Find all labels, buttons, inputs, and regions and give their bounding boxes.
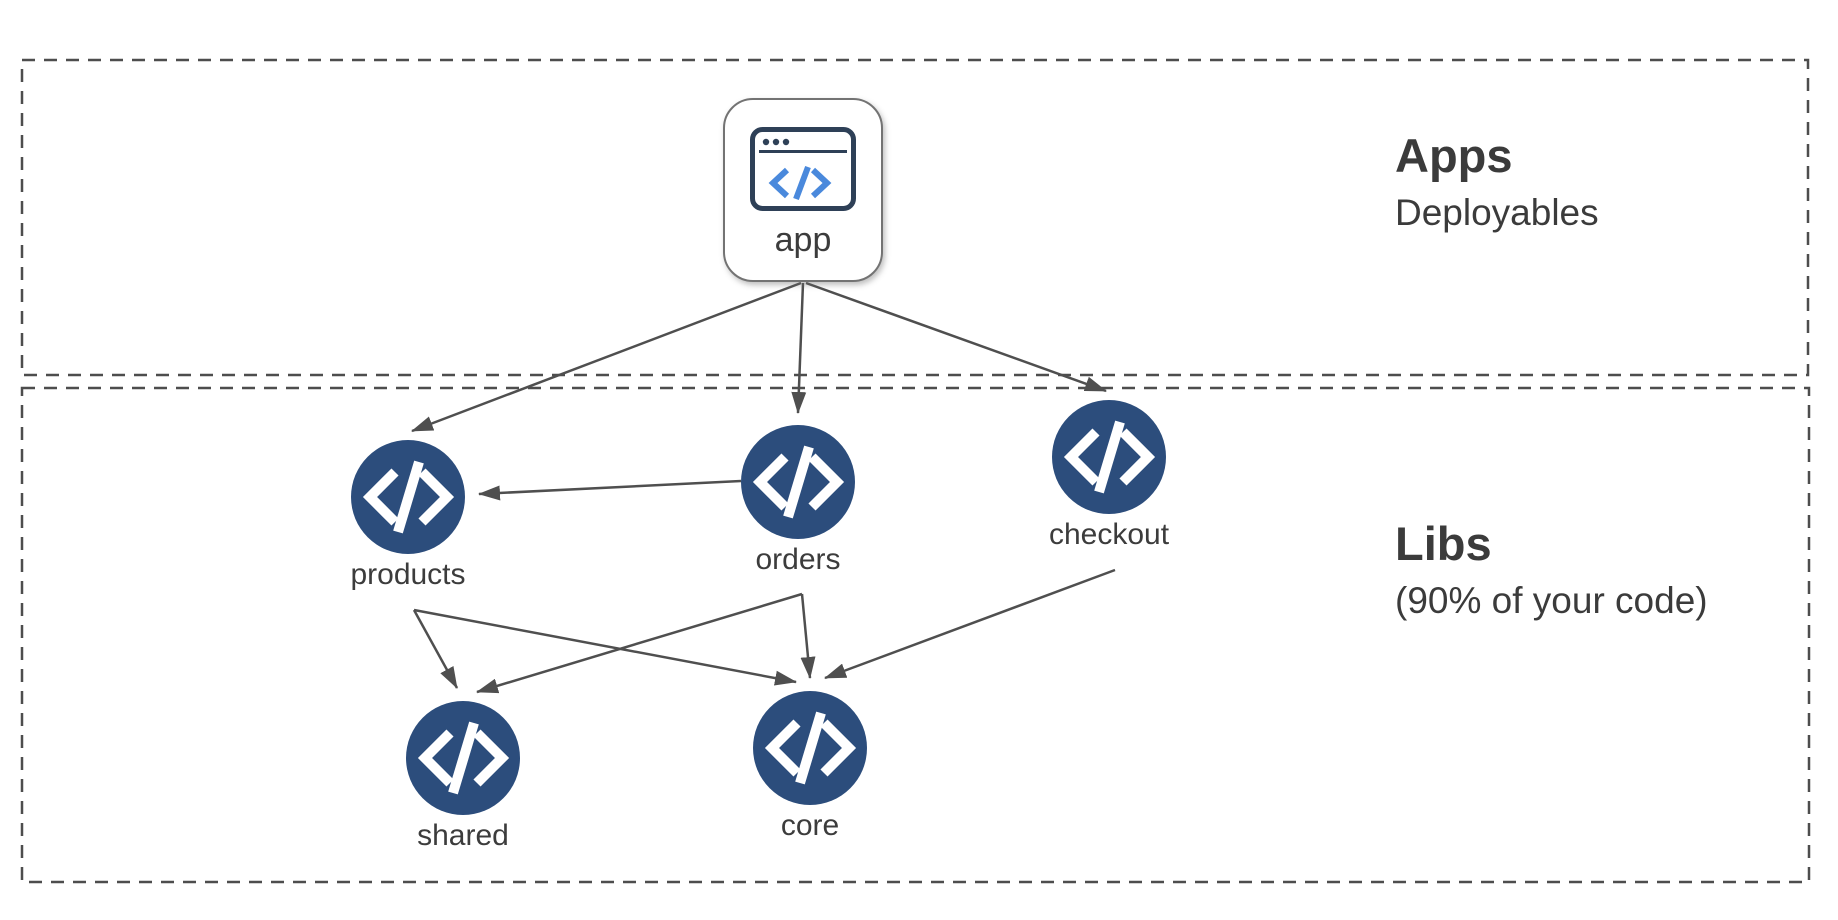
edge-app-products xyxy=(411,281,802,433)
libs-section-title: Libs xyxy=(1395,517,1492,570)
node-app: app xyxy=(723,98,883,282)
edge-orders-core xyxy=(800,593,816,679)
node-checkout: checkout xyxy=(1019,400,1199,552)
edge-orders-products xyxy=(478,479,742,501)
code-icon xyxy=(753,691,867,805)
node-label: shared xyxy=(417,819,509,852)
node-core: core xyxy=(720,691,900,843)
apps-section-title: Apps xyxy=(1395,129,1513,182)
node-label: core xyxy=(780,809,840,842)
edge-app-checkout xyxy=(805,281,1107,393)
node-label: orders xyxy=(755,543,841,576)
libs-section-box xyxy=(20,386,1811,884)
edge-products-shared xyxy=(412,609,459,689)
apps-section-box xyxy=(20,58,1810,377)
node-label: products xyxy=(350,558,466,591)
edge-app-orders xyxy=(791,282,807,414)
code-icon xyxy=(406,701,520,815)
node-products: products xyxy=(318,440,498,592)
libs-section-label: Libs (90% of your code) xyxy=(1395,516,1708,625)
apps-section-label: Apps Deployables xyxy=(1395,128,1599,237)
apps-section-subtitle: Deployables xyxy=(1395,192,1599,234)
code-icon xyxy=(1052,400,1166,514)
edge-orders-shared xyxy=(476,592,803,694)
code-icon xyxy=(741,425,855,539)
edge-checkout-core xyxy=(824,568,1116,680)
node-label: checkout xyxy=(1048,518,1170,551)
node-shared: shared xyxy=(373,701,553,853)
code-icon xyxy=(351,440,465,554)
browser-window-icon xyxy=(749,126,857,217)
edge-products-core xyxy=(413,608,797,686)
node-label: app xyxy=(774,221,832,259)
node-orders: orders xyxy=(708,425,888,577)
libs-section-subtitle: (90% of your code) xyxy=(1395,580,1708,622)
